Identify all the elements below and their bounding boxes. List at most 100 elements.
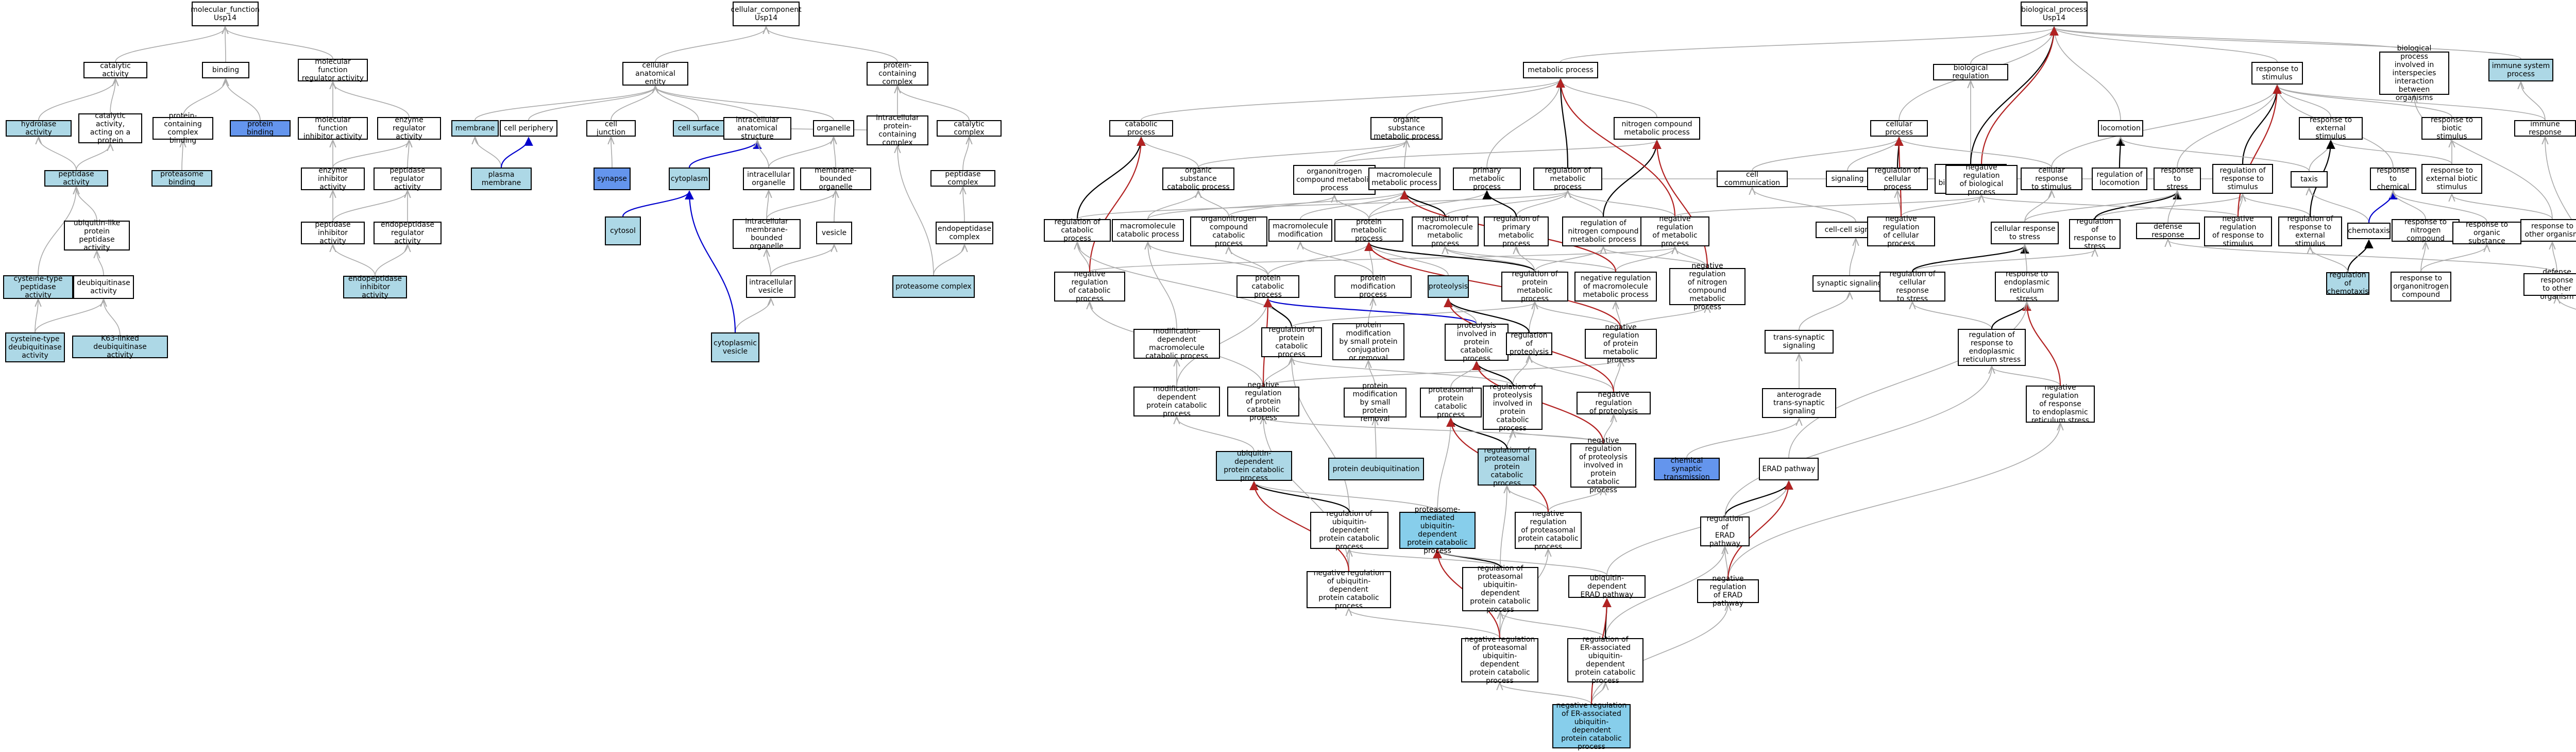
go-term-transsyn[interactable]: trans-synaptic signaling [1765,330,1834,354]
go-term-bp[interactable]: biological_process Usp14 [2021,2,2088,26]
go-term-deub[interactable]: deubiquitinase activity [73,275,134,299]
go-term-macromod[interactable]: macromolecule modification [1268,219,1332,242]
go-term-pmem[interactable]: plasma membrane [471,168,532,190]
go-term-negproteol[interactable]: negative regulation of proteolysis [1577,391,1651,415]
go-term-defother[interactable]: defense response to other organism [2523,268,2576,301]
go-term-procomp[interactable]: proteasome complex [892,275,975,298]
go-term-negregprotcat[interactable]: negative regulation of protein catabolic… [1227,381,1299,422]
go-term-respother[interactable]: response to other organism [2520,219,2576,242]
go-term-regprosub[interactable]: regulation of proteasomal ubiquitin-depe… [1462,564,1538,614]
go-term-negbio[interactable]: negative regulation of biological proces… [1945,163,2018,196]
go-term-bind[interactable]: binding [202,62,249,78]
go-term-orgcat[interactable]: organic substance catabolic process [1162,166,1234,191]
go-term-protsmallrem[interactable]: protein modification by small protein re… [1344,382,1406,423]
go-term-cellcomm[interactable]: cell communication [1717,171,1788,187]
go-term-cc[interactable]: cellular_component Usp14 [731,2,802,26]
go-term-regrespext[interactable]: regulation of response to external stimu… [2278,215,2342,248]
go-term-regrespER[interactable]: regulation of response to endoplasmic re… [1958,329,2026,366]
go-term-chemsyn[interactable]: chemical synaptic transmission [1654,457,1720,481]
go-term-ncm[interactable]: nitrogen compound metabolic process [1614,117,1700,140]
go-term-enzreg[interactable]: enzyme regulator activity [377,116,441,141]
go-term-regcell[interactable]: regulation of cellular process [1867,166,1928,191]
go-term-regchemotaxis[interactable]: regulation of chemotaxis [2326,271,2369,296]
go-term-anterosyn[interactable]: anterograde trans-synaptic signaling [1762,388,1836,418]
go-term-respnitro[interactable]: response to nitrogen compound [2392,218,2460,243]
go-term-erad[interactable]: ERAD pathway [1759,458,1819,480]
go-term-pepcomp[interactable]: peptidase complex [930,170,995,187]
go-term-cytosol[interactable]: cytosol [605,216,641,245]
go-term-negmacro[interactable]: negative regulation of macromolecule met… [1574,272,1657,302]
go-term-locom[interactable]: locomotion [2098,120,2143,137]
go-term-cperiph[interactable]: cell periphery [500,120,557,137]
go-term-synsig[interactable]: synaptic signaling [1812,275,1887,292]
go-term-orgncat[interactable]: organonitrogen compound catabolic proces… [1190,215,1267,248]
go-term-regprotmet[interactable]: regulation of protein metabolic process [1501,270,1568,303]
go-term-pcbind[interactable]: protein-containing complex binding [152,112,213,145]
go-term-prosprotcat[interactable]: proteasomal protein catabolic process [1420,386,1482,419]
go-term-negregresp[interactable]: negative regulation of response to stimu… [2204,215,2272,248]
go-term-resp[interactable]: response to stimulus [2251,62,2303,85]
go-term-protdeub[interactable]: protein deubiquitination [1328,458,1424,480]
go-term-proteolysis[interactable]: proteolysis [1428,275,1469,298]
go-term-respER[interactable]: response to endoplasmic reticulum stress [1995,270,2059,303]
go-term-taxis[interactable]: taxis [2291,171,2328,188]
go-term-signaling[interactable]: signaling [1826,171,1869,187]
go-term-organelle[interactable]: organelle [813,120,854,137]
go-term-pep[interactable]: peptidase activity [44,170,108,187]
go-term-macro[interactable]: macromolecule metabolic process [1368,168,1440,190]
go-term-mf[interactable]: molecular_function Usp14 [191,2,260,26]
go-term-macrocat[interactable]: macromolecule catabolic process [1112,219,1184,242]
go-term-immresp[interactable]: immune response [2514,120,2576,137]
go-term-respstress[interactable]: response to stress [2154,166,2201,191]
go-term-regubdep[interactable]: regulation of ubiquitin-dependent protei… [1310,510,1388,551]
go-term-negcatab[interactable]: negative regulation of catabolic process [1054,270,1125,303]
go-term-regproteol[interactable]: regulation of proteolysis [1506,331,1552,356]
go-term-endoinh[interactable]: endopeptidase inhibitor activity [343,275,407,299]
go-term-protmod[interactable]: protein modification process [1334,274,1412,299]
go-term-reglocom[interactable]: regulation of locomotion [2092,168,2147,190]
go-term-negregrespER[interactable]: negative regulation of response to endop… [2026,383,2095,425]
go-term-respchem[interactable]: response to chemical [2370,166,2416,191]
go-term-regcatab[interactable]: regulation of catabolic process [1044,218,1111,243]
go-term-ubdeperad[interactable]: ubiquitin-dependent ERAD pathway [1568,574,1646,599]
go-term-moddepmacro[interactable]: modification-dependent macromolecule cat… [1133,327,1220,360]
go-term-negregprosub[interactable]: negative regulation of proteasomal ubiqu… [1461,636,1538,685]
go-term-ublpep[interactable]: ubiquitin-like protein peptidase activit… [64,219,130,252]
go-term-orgsub[interactable]: organic substance metabolic process [1370,116,1443,141]
go-term-probind[interactable]: proteasome binding [151,170,212,187]
go-term-catcomp[interactable]: catalytic complex [937,120,1002,137]
go-term-imbo[interactable]: intracellular membrane-bounded organelle [733,218,801,250]
go-term-regcellrespstress[interactable]: regulation of cellular response to stres… [1879,270,1945,303]
go-term-defresp[interactable]: defense response [2136,223,2200,239]
go-term-protmet[interactable]: protein metabolic process [1334,218,1403,243]
go-term-protcat[interactable]: protein catabolic process [1236,274,1299,299]
go-term-ubdepprotcat[interactable]: ubiquitin-dependent protein catabolic pr… [1216,449,1292,482]
go-term-chemotaxis[interactable]: chemotaxis [2347,223,2391,239]
go-term-regmacro[interactable]: regulation of macromolecule metabolic pr… [1412,215,1479,248]
go-term-protprotcat[interactable]: proteolysis involved in protein cataboli… [1445,322,1509,363]
go-term-negERassoc[interactable]: negative regulation of ER-associated ubi… [1552,701,1631,751]
go-term-resporg[interactable]: response to organic substance [2452,221,2521,245]
go-term-cytves[interactable]: cytoplasmic vesicle [711,332,759,362]
go-term-enzinh[interactable]: enzyme inhibitor activity [301,166,365,191]
go-term-regerad[interactable]: regulation of ERAD pathway [1700,515,1750,548]
go-term-k63[interactable]: K63-linked deubiquitinase activity [72,335,168,359]
go-term-respext[interactable]: response to external stimulus [2299,116,2363,141]
go-term-hyd[interactable]: hydrolase activity [6,120,72,137]
go-term-ipcc[interactable]: intracellular protein-containing complex [867,114,928,147]
go-term-regERassoc[interactable]: regulation of ER-associated ubiquitin-de… [1567,636,1643,685]
go-term-moddepprotcat[interactable]: modification-dependent protein catabolic… [1133,385,1220,418]
go-term-ias[interactable]: intracellular anatomical structure [723,116,791,141]
go-term-pepinh[interactable]: peptidase inhibitor activity [301,221,365,245]
go-term-immsys[interactable]: immune system process [2488,59,2553,81]
go-term-celljunc[interactable]: cell junction [586,120,636,137]
go-term-negprotmet[interactable]: negative regulation of protein metabolic… [1585,323,1657,364]
go-term-interorg[interactable]: biological process involved in interspec… [2379,44,2449,102]
go-term-regncm[interactable]: regulation of nitrogen compound metaboli… [1562,216,1645,246]
go-term-metab[interactable]: metabolic process [1523,62,1598,78]
go-term-negregubdep[interactable]: negative regulation of ubiquitin-depende… [1307,569,1391,610]
go-term-regprosprotcat[interactable]: regulation of proteasomal protein catabo… [1478,446,1536,488]
go-term-pcc[interactable]: protein-containing complex [867,61,928,86]
go-term-iorg[interactable]: intracellular organelle [743,168,794,190]
go-term-negcell[interactable]: negative regulation of cellular process [1867,215,1935,248]
